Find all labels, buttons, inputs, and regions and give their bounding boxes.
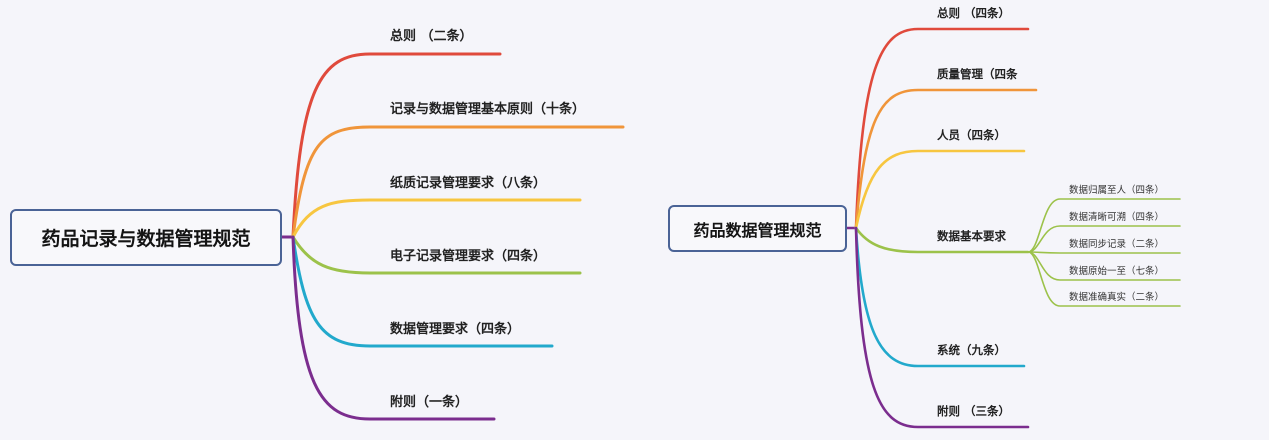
left-branch-line-2 (291, 125, 625, 239)
left-branch-line-1 (291, 52, 502, 239)
right-root-label: 药品数据管理规范 (693, 220, 822, 240)
left-branch-4[interactable]: 电子记录管理要求（四条） (390, 249, 547, 264)
right-branch-line-3 (854, 149, 1026, 230)
sub-branch-3[interactable]: 数据同步记录（二条） (1069, 239, 1165, 250)
left-branch-6[interactable]: 附则（一条） (390, 395, 469, 410)
sub-branch-line-1 (1027, 198, 1181, 253)
left-branch-line-3 (291, 198, 582, 239)
right-branch-6[interactable]: 附则 （三条） (937, 404, 1011, 418)
left-branch-line-5 (291, 235, 554, 348)
sub-branch-5[interactable]: 数据准确真实（二条） (1069, 292, 1165, 303)
left-root-label: 药品记录与数据管理规范 (41, 228, 251, 250)
right-branch-4[interactable]: 数据基本要求 (937, 229, 1006, 243)
sub-branch-4[interactable]: 数据原始一至（七条） (1069, 266, 1165, 277)
right-root-node[interactable]: 药品数据管理规范 (668, 205, 847, 252)
left-branch-line-6 (291, 235, 496, 421)
left-branch-line-4 (291, 235, 582, 275)
sub-branch-1[interactable]: 数据归属至人（四条） (1069, 185, 1165, 196)
right-branch-line-5 (854, 226, 1026, 368)
right-branch-line-1 (854, 27, 1030, 230)
right-branch-line-2 (854, 88, 1038, 230)
right-branch-1[interactable]: 总则 （四条） (937, 6, 1011, 20)
left-branch-1[interactable]: 总则 （二条） (390, 29, 473, 44)
sub-branch-line-5 (1027, 251, 1181, 307)
left-root-node[interactable]: 药品记录与数据管理规范 (10, 209, 282, 266)
right-branch-3[interactable]: 人员（四条） (937, 128, 1006, 142)
sub-branch-2[interactable]: 数据清晰可溯（四条） (1069, 212, 1165, 223)
sub-branch-line-2 (1027, 225, 1181, 253)
left-branch-3[interactable]: 纸质记录管理要求（八条） (390, 176, 547, 191)
right-branch-2[interactable]: 质量管理（四条 (937, 67, 1018, 81)
right-branch-line-4 (854, 226, 1030, 254)
right-branch-5[interactable]: 系统（九条） (937, 343, 1006, 357)
left-branch-5[interactable]: 数据管理要求（四条） (390, 322, 521, 337)
sub-branch-line-3 (1027, 251, 1181, 254)
right-branch-line-6 (854, 226, 1030, 429)
left-branch-2[interactable]: 记录与数据管理基本原则（十条） (390, 102, 586, 117)
